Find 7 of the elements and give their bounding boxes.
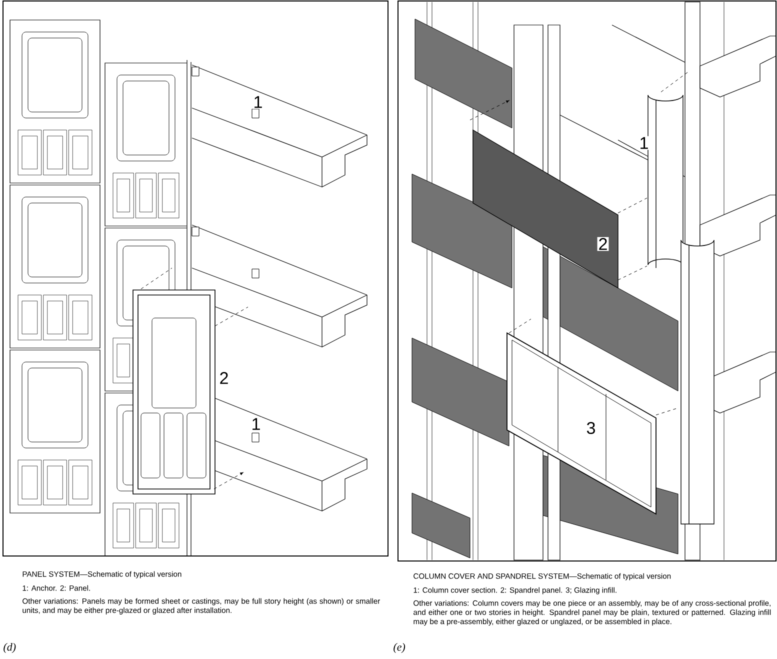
callout-number: 1 [638,136,650,150]
panel-letter: (d) [4,643,16,653]
callout-number: 1 [252,95,264,109]
callout-number: 1 [250,417,262,431]
callout-number: 2 [597,237,609,251]
callout-number: 2 [218,371,230,385]
panel-letter: (e) [394,643,406,653]
